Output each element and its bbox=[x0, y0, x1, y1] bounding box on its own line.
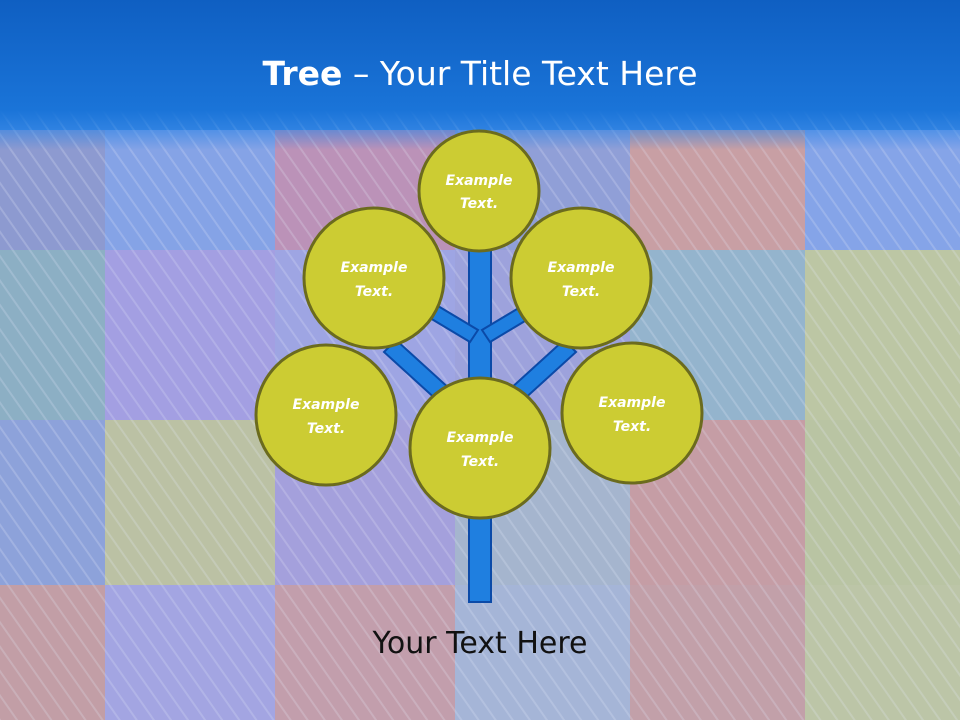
node-lower-right-line1: Example bbox=[599, 395, 666, 411]
node-upper-left: Example Text. bbox=[302, 206, 446, 350]
node-upper-right-line1: Example bbox=[548, 260, 615, 276]
slide-title: Tree – Your Title Text Here bbox=[0, 52, 960, 96]
title-bar bbox=[0, 0, 960, 150]
node-center-line2: Text. bbox=[461, 454, 499, 470]
node-center: Example Text. bbox=[408, 376, 552, 520]
node-top-line1: Example bbox=[446, 173, 513, 189]
node-upper-left-line2: Text. bbox=[355, 284, 393, 300]
node-lower-left-line2: Text. bbox=[307, 421, 345, 437]
title-bold: Tree bbox=[262, 54, 343, 93]
node-lower-right: Example Text. bbox=[560, 341, 704, 485]
node-upper-right: Example Text. bbox=[509, 206, 653, 350]
node-top: Example Text. bbox=[417, 129, 541, 253]
node-upper-right-line2: Text. bbox=[562, 284, 600, 300]
footer-text: Your Text Here bbox=[372, 626, 588, 661]
node-center-line1: Example bbox=[447, 430, 514, 446]
node-upper-left-line1: Example bbox=[341, 260, 408, 276]
node-lower-left-line1: Example bbox=[293, 397, 360, 413]
node-lower-left: Example Text. bbox=[254, 343, 398, 487]
node-top-line2: Text. bbox=[460, 196, 498, 212]
node-lower-right-line2: Text. bbox=[613, 419, 651, 435]
title-rest: Your Title Text Here bbox=[379, 54, 698, 93]
title-dash: – bbox=[342, 54, 380, 93]
tree-nodes: Example Text. Example Text. Example Text… bbox=[254, 129, 704, 520]
